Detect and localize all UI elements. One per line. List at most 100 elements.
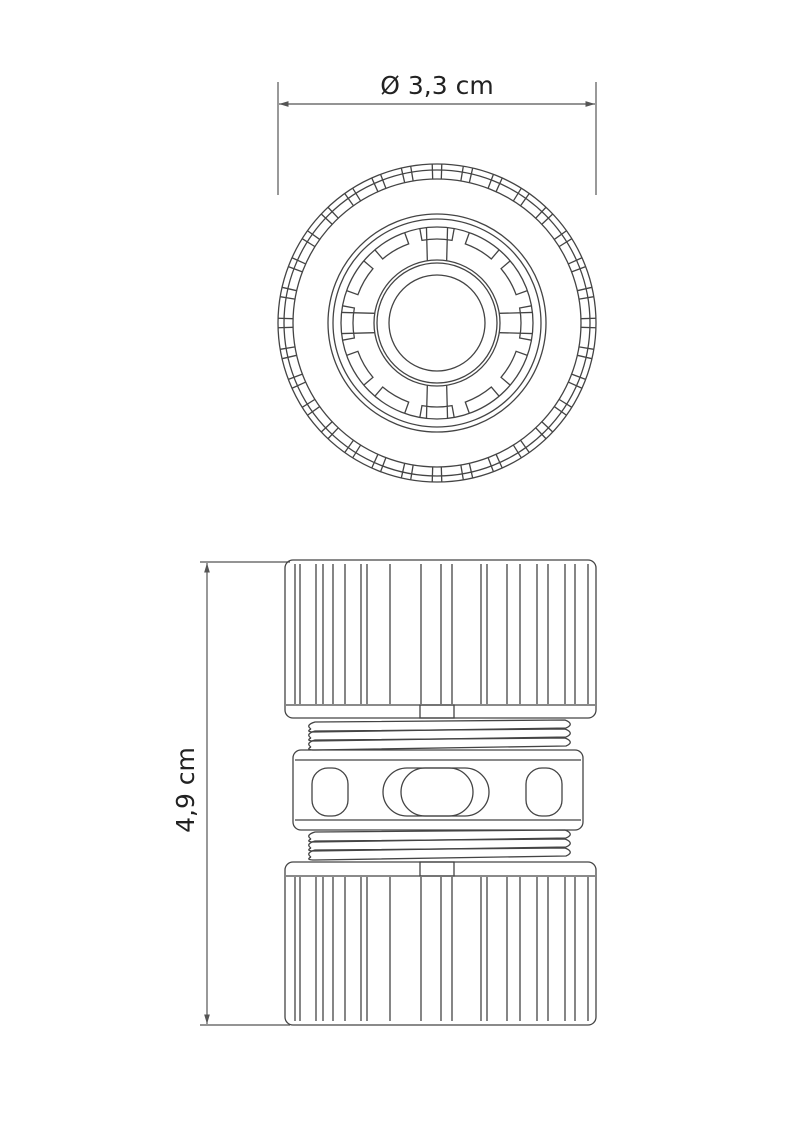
grip-tick [327,427,339,440]
thread [308,829,571,843]
grip-tick [379,457,387,472]
top-cap-notch [419,704,455,719]
spoke [425,227,428,261]
grip-tick [541,421,554,433]
thread [308,847,571,861]
grip-tick [288,373,303,381]
grip-tick [535,206,547,219]
diameter-dimension: Ø 3,3 cm [277,71,597,195]
bore [388,274,486,372]
diameter-label: Ø 3,3 cm [380,71,493,100]
grip-tick [495,177,503,192]
thread [308,838,571,852]
grip-tick [371,454,379,469]
grip-tick [280,296,296,300]
grip-tick [487,174,495,189]
thread [308,719,571,733]
locking-tooth [346,260,374,296]
grip-tick [352,187,362,202]
grip-tick [568,257,583,265]
grip-tick [320,213,333,225]
grip-tick [512,187,522,202]
locking-tooth [419,404,455,418]
grip-ring [292,178,582,468]
grip-tick [571,265,586,273]
collar-inner [332,218,542,428]
grip-tick [307,406,321,416]
spoke [341,311,375,314]
grip-tick [344,193,354,207]
grip-tick [344,439,354,453]
thread [308,737,571,751]
grip-tick [520,193,530,207]
grip-tick [577,354,593,360]
height-dimension: 4,9 cm [171,561,290,1026]
hub-middle [376,262,498,384]
grip-tick [327,206,339,219]
grip-tick [520,439,530,453]
grip-tick [460,464,464,480]
collar-outer [327,213,547,433]
spoke [341,332,375,335]
grip-tick [468,463,474,479]
grip-tick [553,230,567,240]
spoke [499,332,533,335]
grip-tick [320,421,333,433]
grip-tick [535,427,547,440]
grip-tick [281,286,297,292]
grip-tick [410,464,414,480]
teeth-ring [340,226,534,420]
spoke [425,385,428,419]
grip-tick [487,457,495,472]
grip-tick [400,463,406,479]
grip-tick [553,406,567,416]
locking-tooth [518,305,532,341]
grip-tick [460,166,464,182]
grip-tick [468,167,474,183]
locking-tooth [464,232,500,260]
thread [308,728,571,742]
center-band [292,749,584,831]
locking-tooth [374,386,410,414]
locking-tooth [342,305,356,341]
grip-tick [571,373,586,381]
locking-tooth [419,228,455,242]
locking-tooth [500,260,528,296]
grip-tick [307,230,321,240]
grip-tick [281,354,297,360]
grip-tick [578,296,594,300]
grip-tick [558,398,573,408]
grip-tick [541,213,554,225]
outer-rim [277,163,597,483]
hub-outer [373,259,501,387]
spoke [446,227,449,261]
outer-rim-inner [283,169,591,477]
side-window-right [525,767,563,817]
grip-tick [495,454,503,469]
spoke [446,385,449,419]
grip-tick [512,444,522,459]
side-window-left [311,767,349,817]
grip-tick [288,265,303,273]
grip-tick [301,398,316,408]
side-view [284,559,597,1026]
grip-tick [568,381,583,389]
grip-tick [379,174,387,189]
grip-tick [291,381,306,389]
spoke [499,311,533,314]
grip-tick [577,286,593,292]
grip-tick [578,346,594,350]
bottom-cap-notch [419,861,455,877]
top-view [277,163,597,483]
grip-tick [280,346,296,350]
grip-tick [301,238,316,248]
grip-tick [371,177,379,192]
grip-tick [558,238,573,248]
locking-tooth [374,232,410,260]
locking-tooth [346,350,374,386]
grip-tick [291,257,306,265]
locking-tooth [500,350,528,386]
center-window-inner [400,767,474,817]
